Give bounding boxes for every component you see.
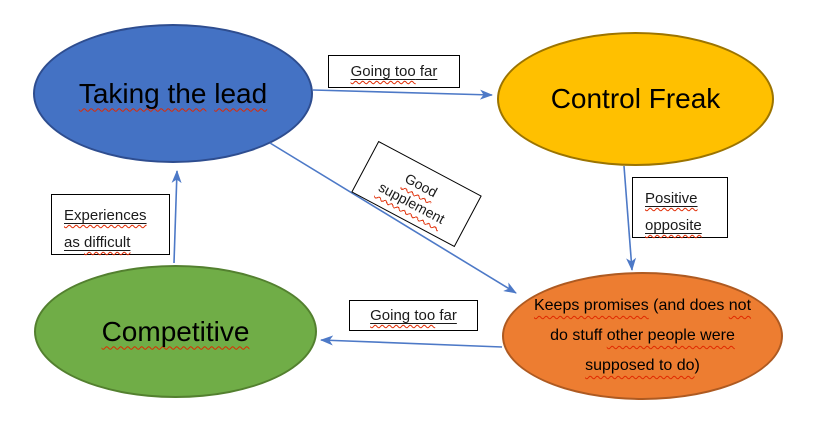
- node-keeps-promises[interactable]: Keeps promises (and does not do stuff ot…: [502, 272, 783, 400]
- arrow-keeps-promises-to-competitive[interactable]: [320, 335, 503, 348]
- node-competitive-label: Competitive: [101, 315, 250, 347]
- node-keeps-promises-line3: supposed to do): [585, 357, 700, 374]
- arrow-control-freak-to-keeps-promises[interactable]: [623, 165, 637, 271]
- experiences-line1: Experiences: [64, 207, 147, 224]
- experiences-line2: as difficult: [64, 234, 131, 251]
- label-box-good-supplement[interactable]: Good supplement: [351, 140, 482, 248]
- label-box-going-too-far-bottom[interactable]: Going too far: [349, 300, 478, 331]
- node-control-freak[interactable]: Control Freak: [497, 32, 774, 166]
- node-taking-the-lead-label: Taking the lead: [78, 77, 268, 109]
- arrow-lead-to-keeps-promises[interactable]: [269, 142, 517, 294]
- node-taking-the-lead[interactable]: Taking the lead: [33, 24, 313, 163]
- node-control-freak-label: Control Freak: [550, 83, 721, 114]
- node-keeps-promises-line1: Keeps promises (and does not: [533, 297, 752, 314]
- positive-opposite-line2: opposite: [645, 217, 702, 234]
- arrow-lead-to-control-freak[interactable]: [312, 89, 493, 100]
- label-box-experiences-as-difficult[interactable]: Experiences as difficult: [51, 194, 170, 255]
- going-too-far-bottom-label: Going too far: [370, 307, 457, 324]
- positive-opposite-line1: Positive: [645, 190, 698, 207]
- label-box-going-too-far-top[interactable]: Going too far: [328, 55, 460, 88]
- node-keeps-promises-line2: do stuff other people were: [550, 327, 735, 344]
- label-box-positive-opposite[interactable]: Positive opposite: [632, 177, 728, 238]
- arrow-competitive-to-lead[interactable]: [171, 170, 182, 264]
- going-too-far-top-label: Going too far: [350, 63, 438, 80]
- node-competitive[interactable]: Competitive: [34, 265, 317, 398]
